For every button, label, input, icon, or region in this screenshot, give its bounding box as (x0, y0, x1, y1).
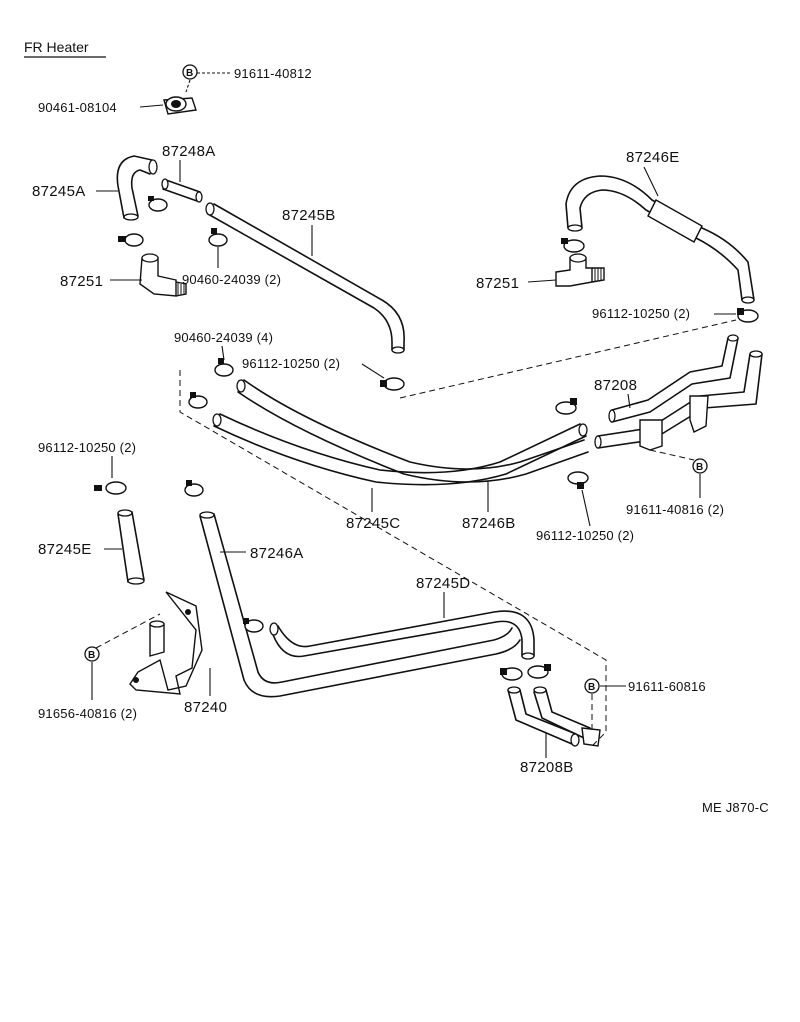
leader-87251-right (527, 279, 557, 283)
bracket-87240 (129, 591, 203, 695)
label-87251-right: 87251 (476, 275, 519, 292)
label-87245E: 87245E (38, 541, 92, 558)
dashed-reference-top (399, 319, 737, 399)
label-91611-40816: 91611-40816 (2) (626, 502, 724, 517)
label-87240: 87240 (184, 699, 227, 716)
valve-87251-right (555, 253, 605, 287)
label-87246A: 87246A (250, 545, 304, 562)
dashed-reference-91611-40816 (649, 449, 695, 461)
label-87245A: 87245A (32, 183, 86, 200)
hose-87245E (117, 509, 145, 585)
label-87246B: 87246B (462, 515, 516, 532)
label-87208B: 87208B (520, 759, 574, 776)
hose-87245D (269, 610, 535, 660)
clamp-87208-top (555, 398, 577, 415)
label-96112-10250-left: 96112-10250 (2) (38, 440, 136, 455)
dashed-group-outline (179, 370, 607, 749)
hose-87245C (236, 379, 589, 483)
diagram-title: FR Heater (24, 39, 89, 55)
label-87208: 87208 (594, 377, 637, 394)
pipe-87208B (507, 686, 601, 747)
label-90460-24039-2: 90460-24039 (2) (182, 272, 281, 287)
hose-87246E (565, 175, 755, 304)
svg-text:B: B (696, 462, 703, 473)
label-96112-10250-right: 96112-10250 (2) (592, 306, 690, 321)
clamp-90461-08104 (163, 96, 197, 115)
bolt-91611-60816: B (584, 678, 600, 694)
hose-87245A (116, 155, 158, 221)
clamp-90460-24039-c (188, 392, 208, 409)
svg-text:B: B (186, 68, 193, 79)
leader-87246E (643, 166, 659, 197)
label-96112-10250-lower: 96112-10250 (2) (536, 528, 634, 543)
svg-text:B: B (588, 682, 595, 693)
label-87246E: 87246E (626, 149, 680, 166)
leader-90460-24039-4 (221, 345, 225, 361)
bolt-91611-40816: B (692, 458, 708, 474)
clamp-87208B-a (500, 667, 523, 681)
bolt-91611-40812: B (182, 64, 198, 80)
label-87245B: 87245B (282, 207, 336, 224)
clamp-90460-24039-a (208, 228, 228, 247)
clamp-90460-24039-b (214, 358, 234, 377)
clamp-96112-10250-lower (567, 471, 589, 489)
label-91656-40816: 91656-40816 (2) (38, 706, 137, 721)
label-91611-60816: 91611-60816 (628, 679, 706, 694)
diagram-code: ME J870-C (702, 800, 769, 815)
label-91611-40812: 91611-40812 (234, 66, 312, 81)
clamp-87245A-top (148, 196, 168, 212)
leader-87208 (627, 393, 631, 409)
leader-bolt-down (185, 79, 191, 93)
pipe-87248A (161, 178, 203, 203)
leader-96112-10250-center (361, 363, 385, 379)
clamp-87245D-left (243, 618, 264, 633)
clamp-96112-10250-left (94, 481, 127, 495)
leader-96112-10250-lower (581, 489, 591, 527)
dashed-reference-91656 (95, 613, 161, 649)
label-96112-10250-center: 96112-10250 (2) (242, 356, 340, 371)
label-90461-08104: 90461-08104 (38, 100, 117, 115)
label-90460-24039-4: 90460-24039 (4) (174, 330, 273, 345)
hose-87246A (199, 511, 521, 698)
bolt-91656-40816: B (84, 646, 100, 662)
leader-90461-08104 (139, 104, 164, 108)
label-87245C: 87245C (346, 515, 400, 532)
clamp-87246A-top (184, 480, 204, 497)
clamp-96112-10250-center (380, 377, 405, 391)
pipe-87208 (594, 334, 763, 451)
hose-87246B (212, 413, 588, 486)
clamp-87251-right (561, 238, 585, 253)
valve-87251-left (139, 253, 187, 297)
label-87248A: 87248A (162, 143, 216, 160)
svg-text:B: B (88, 650, 95, 661)
hose-87245B (205, 202, 405, 354)
clamp-87208B-b (527, 664, 551, 679)
clamp-96112-10250-right (737, 308, 759, 323)
label-87245D: 87245D (416, 575, 470, 592)
label-87251-left: 87251 (60, 273, 103, 290)
clamp-87251-left (118, 233, 144, 247)
